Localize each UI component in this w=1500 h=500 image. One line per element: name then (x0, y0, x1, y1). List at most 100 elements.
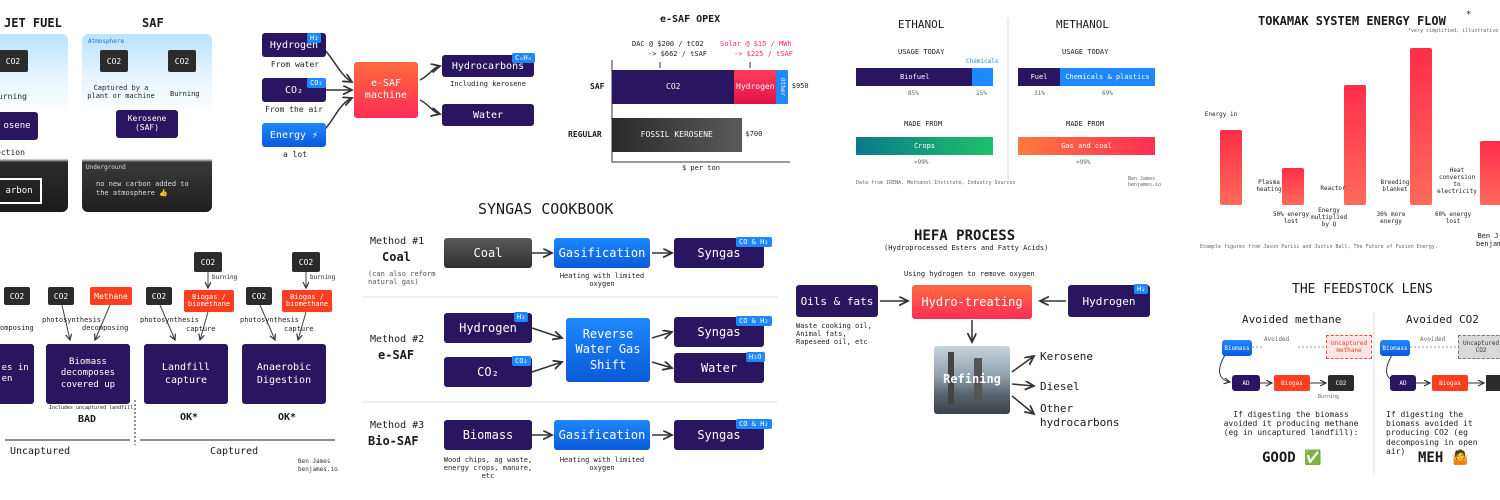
kerosene-output: Kerosene (1040, 350, 1093, 363)
crops-label: Crops (913, 142, 936, 150)
crops-bar: Crops (856, 137, 993, 155)
biogas-box-a: Biogas / biomethane (184, 290, 234, 312)
biomass-box-b: Biomass (1380, 340, 1410, 356)
jet-fuel-title: JET FUEL (4, 16, 62, 30)
h2-tag-syngas: H₂ (514, 312, 529, 322)
tokamak-label: 30% more energy (1376, 211, 1406, 225)
box-landfill: Landfill capture (144, 344, 228, 404)
avoided-label-b: Avoided (1420, 336, 1446, 343)
decomposing-left: omposing (0, 324, 34, 332)
decomposing-a: decomposing (82, 324, 129, 332)
tokamak-label: Breeding blanket (1380, 179, 1410, 193)
opex-bar-co2: CO2 (612, 70, 735, 104)
saf-row-label: SAF (590, 82, 605, 91)
solar-label: Solar @ $15 / MWh (720, 40, 792, 48)
co2-2: CO2 (48, 287, 74, 305)
good-label: GOOD ✅ (1262, 450, 1322, 466)
solar-sub-label: -> $225 / tSAF (734, 50, 794, 58)
underground-label: Underground (86, 164, 126, 171)
co2-5: CO2 (246, 287, 272, 305)
dac-sub-label: -> $662 / tSAF (648, 50, 708, 58)
ad-box-b: AD (1390, 375, 1416, 391)
capture-a: capture (186, 325, 216, 333)
feedstocks-note: Wood chips, ag waste, energy crops, manu… (443, 456, 533, 481)
uncaptured-label: Uncaptured (10, 446, 71, 457)
biogas-box-b: Biogas / biomethane (282, 290, 332, 312)
opex-total-label: $950 (791, 82, 809, 90)
fuel-bar: Fuel (1018, 68, 1060, 86)
burning-left-label: urning (0, 92, 27, 101)
hydrotreating-box: Hydro-treating (912, 285, 1032, 319)
feedstock-title: THE FEEDSTOCK LENS (1292, 282, 1433, 297)
opex-bar-hydrogen: Hydrogen (734, 70, 777, 104)
energy-input-box: Energy ⚡ (262, 123, 326, 147)
regular-row-label: REGULAR (568, 130, 602, 139)
co-h2-tag-2: CO & H₂ (736, 316, 772, 326)
co2-box-b: CO2 (168, 50, 196, 72)
co2-box-fa: CO2 (1328, 375, 1354, 391)
usage-today-label: USAGE TODAY (898, 48, 945, 56)
co2-label: CO₂ (284, 84, 304, 96)
made-from-label: MADE FROM (904, 120, 942, 128)
gas-coal-label: Gas and coal (1061, 142, 1112, 150)
using-hydrogen-label: Using hydrogen to remove oxygen (904, 270, 1035, 278)
refinery-tower (974, 358, 982, 404)
a-lot-label: a lot (282, 150, 308, 159)
biomass-box: Biomass (444, 420, 532, 450)
made-from-label-b: MADE FROM (1066, 120, 1104, 128)
tokamak-label: 60% energy lost (1434, 211, 1472, 225)
usage-today-label-b: USAGE TODAY (1062, 48, 1109, 56)
ad-box-a: AD (1232, 375, 1260, 391)
tokamak-label: Reactor (1320, 185, 1346, 192)
method2-name: e-SAF (378, 348, 415, 362)
burning-label: Burning (170, 90, 200, 98)
co2-box-fb (1486, 375, 1500, 391)
avoided-co2-title: Avoided CO2 (1406, 313, 1479, 326)
avoided-label-a: Avoided (1264, 336, 1290, 343)
tokamak-bar (1220, 130, 1242, 205)
co2-6: CO2 (292, 252, 320, 272)
burning-label-fa: Burning (1318, 394, 1340, 400)
method1-name: Coal (382, 250, 411, 264)
including-kerosene-label: Including kerosene (450, 80, 526, 88)
opex-bar-other: Other (776, 70, 788, 104)
kerosene-saf-box: Kerosene (SAF) (116, 110, 178, 138)
carbon-box: arbon (0, 178, 42, 204)
pct-31: 31% (1034, 90, 1045, 97)
coal-box: Coal (444, 238, 532, 268)
tokamak-label: Energy in (1204, 111, 1238, 118)
co-h2-tag-3: CO & H₂ (736, 419, 772, 429)
co2-box-a: CO2 (100, 50, 128, 72)
eth-source: Data from IRENA, Methanol Institute, Ind… (856, 180, 1016, 186)
no-new-carbon-label: no new carbon added to the atmosphere 👍 (96, 180, 189, 198)
ethanol-title: ETHANOL (898, 18, 945, 31)
oils-fats-box: Oils & fats (796, 285, 878, 317)
tokamak-footer: Example figures from Jason Parisi and Ju… (1200, 244, 1438, 250)
captured-label: Captured (210, 446, 259, 457)
captured-label: Captured by a plant or machine (87, 84, 155, 101)
co2-4: CO2 (194, 252, 222, 272)
eth-credit: Ben James benjames.io (1128, 176, 1162, 188)
methanol-title: METHANOL (1056, 18, 1109, 31)
from-water-label: From water (270, 60, 320, 69)
opex-bar-fossil-kerosene: FOSSIL KEROSENE (612, 118, 742, 152)
methane-box: Methane (90, 287, 132, 305)
box-ad: Anaerobic Digestion (242, 344, 326, 404)
tokamak-bar (1282, 167, 1304, 205)
refinery-tower (948, 352, 954, 404)
burning-b: burning (310, 274, 336, 281)
co2-tag-syngas: CO₂ (512, 356, 531, 366)
tokamak-bar (1344, 85, 1366, 205)
method3-label: Method #3 (370, 420, 425, 431)
ok-a-label: OK* (180, 412, 199, 423)
capture-credit-a: Ben James (298, 458, 331, 465)
co2-tag: CO₂ (307, 78, 326, 88)
opex-title: e-SAF OPEX (660, 14, 721, 25)
hefa-subtitle: (Hydroprocessed Esters and Fatty Acids) (884, 244, 1049, 252)
avoided-methane-title: Avoided methane (1242, 313, 1342, 326)
hefa-title: HEFA PROCESS (914, 228, 1016, 244)
method3-name: Bio-SAF (368, 434, 419, 448)
syngas-title: SYNGAS COOKBOOK (478, 200, 614, 218)
bad-label: BAD (78, 414, 97, 425)
